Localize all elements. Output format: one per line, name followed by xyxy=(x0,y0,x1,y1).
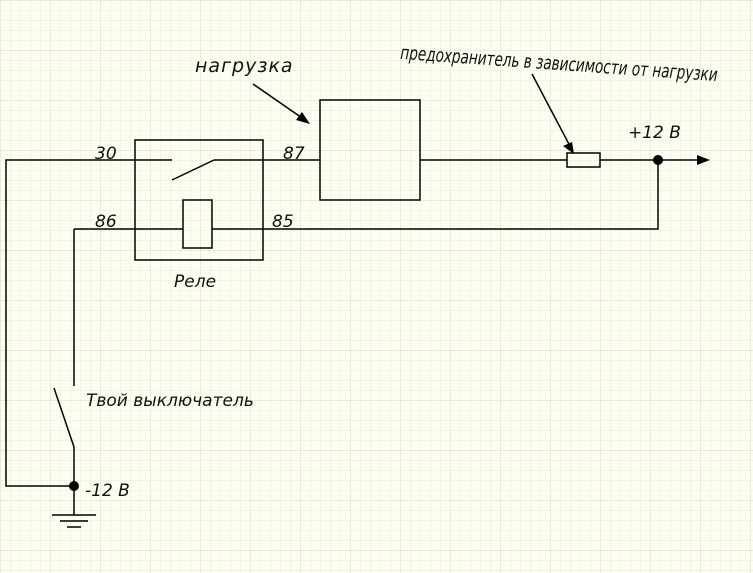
pin-87-label: 87 xyxy=(283,144,305,164)
minus-voltage-label: -12 В xyxy=(85,481,130,501)
coil-supply-wire xyxy=(212,160,659,230)
relay-contact-blade xyxy=(171,159,215,181)
fuse-callout-arrow xyxy=(531,73,574,154)
load-box xyxy=(319,99,421,201)
plus-voltage-label: +12 В xyxy=(628,123,681,143)
pin-85-label: 85 xyxy=(272,212,294,232)
switch-blade-icon xyxy=(53,387,75,448)
pin-30-label: 30 xyxy=(95,144,117,164)
ground-icon xyxy=(52,514,96,528)
pin-86-label: 86 xyxy=(95,212,117,232)
load-label: нагрузка xyxy=(195,55,294,77)
ground-return-wire xyxy=(5,159,135,487)
switch-label: Твой выключатель xyxy=(86,391,254,411)
relay-label: Реле xyxy=(174,272,216,292)
relay-box xyxy=(134,139,264,261)
plus-junction-dot xyxy=(653,155,663,165)
load-callout-arrow xyxy=(252,83,310,124)
minus-junction-dot xyxy=(69,481,79,491)
arrow-right-icon xyxy=(697,155,710,165)
fuse-icon xyxy=(566,152,601,168)
relay-coil xyxy=(182,199,213,249)
